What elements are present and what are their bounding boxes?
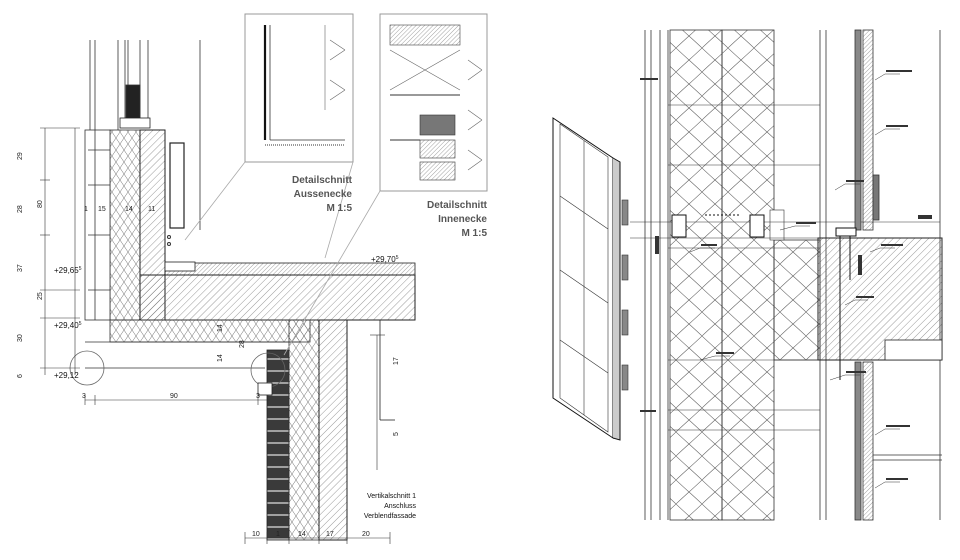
dim-left-7: 6 — [17, 374, 24, 378]
lower-concrete-wall — [318, 319, 348, 541]
dim-mid-2: 14 — [217, 354, 224, 362]
dim-left-1: 29 — [17, 152, 24, 160]
dim-left-3: 80 — [37, 200, 44, 208]
dim-left-2: 28 — [17, 205, 24, 213]
svg-text:+29,405: +29,405 — [54, 321, 82, 330]
anchors — [671, 214, 857, 380]
outer-detail-title-2: Aussenecke — [294, 189, 353, 200]
dim-left-6: 30 — [17, 334, 24, 342]
dim-top-1: 1 — [84, 206, 88, 213]
brick-facade — [266, 349, 290, 541]
dim-b-5: 20 — [362, 531, 370, 538]
outer-detail-scale: M 1:5 — [326, 203, 352, 214]
outer-detail-title-1: Detailschnitt — [292, 175, 353, 186]
svg-text:+29,655: +29,655 — [54, 266, 82, 275]
dim-left-4: 37 — [17, 264, 24, 272]
level-marker-4: +29,12 — [54, 371, 79, 380]
dim-b-4: 17 — [326, 531, 334, 538]
level-marker-1: +29,705 — [371, 255, 399, 264]
dim-h-2: 90 — [170, 393, 178, 400]
section-insulation-outer — [669, 29, 723, 521]
corner-detail-drawing: 29 28 80 37 25 30 6 1 15 14 11 14 14 28 … — [17, 13, 488, 544]
inset-outer-corner — [184, 13, 354, 259]
dim-top-3: 14 — [125, 206, 133, 213]
svg-text:+29,705: +29,705 — [371, 255, 399, 264]
vertical-section-drawing — [552, 29, 943, 521]
cladding-isometric — [552, 117, 629, 441]
dim-mid-4: 17 — [393, 357, 400, 365]
dim-mid-3: 28 — [239, 340, 246, 348]
wall-insulation — [109, 129, 141, 321]
soffit-insulation — [109, 319, 311, 343]
window-frame — [89, 40, 201, 230]
facade-cladding — [84, 129, 111, 321]
section-note-3: Verblendfassade — [364, 513, 416, 520]
dim-h-3: 3 — [256, 393, 260, 400]
inner-detail-scale: M 1:5 — [461, 228, 487, 239]
dim-left-5: 25 — [37, 292, 44, 300]
dim-h-1: 3 — [82, 393, 86, 400]
section-note-2: Anschluss — [384, 503, 416, 510]
inner-detail-title-1: Detailschnitt — [427, 200, 488, 211]
section-insulation-inner — [721, 29, 775, 521]
dim-b-1: 10 — [252, 531, 260, 538]
dim-top-4: 11 — [148, 206, 155, 213]
inner-detail-title-2: Innenecke — [438, 214, 487, 225]
inset-inner-corner — [283, 13, 488, 356]
level-marker-3: +29,405 — [54, 321, 82, 330]
dim-mid-5: 5 — [393, 432, 400, 436]
dim-top-2: 15 — [98, 206, 106, 213]
slab-screed — [164, 262, 416, 276]
dim-b-2: 1 — [276, 531, 280, 538]
concrete-slab — [139, 274, 416, 321]
dim-mid-1: 14 — [217, 324, 224, 332]
svg-text:+29,12: +29,12 — [54, 371, 79, 380]
inner-wall-layers — [854, 29, 942, 521]
dim-b-3: 14 — [298, 531, 306, 538]
level-marker-2: +29,655 — [54, 266, 82, 275]
section-note-1: Vertikalschnitt 1 — [367, 493, 416, 500]
lower-insulation — [288, 319, 320, 541]
